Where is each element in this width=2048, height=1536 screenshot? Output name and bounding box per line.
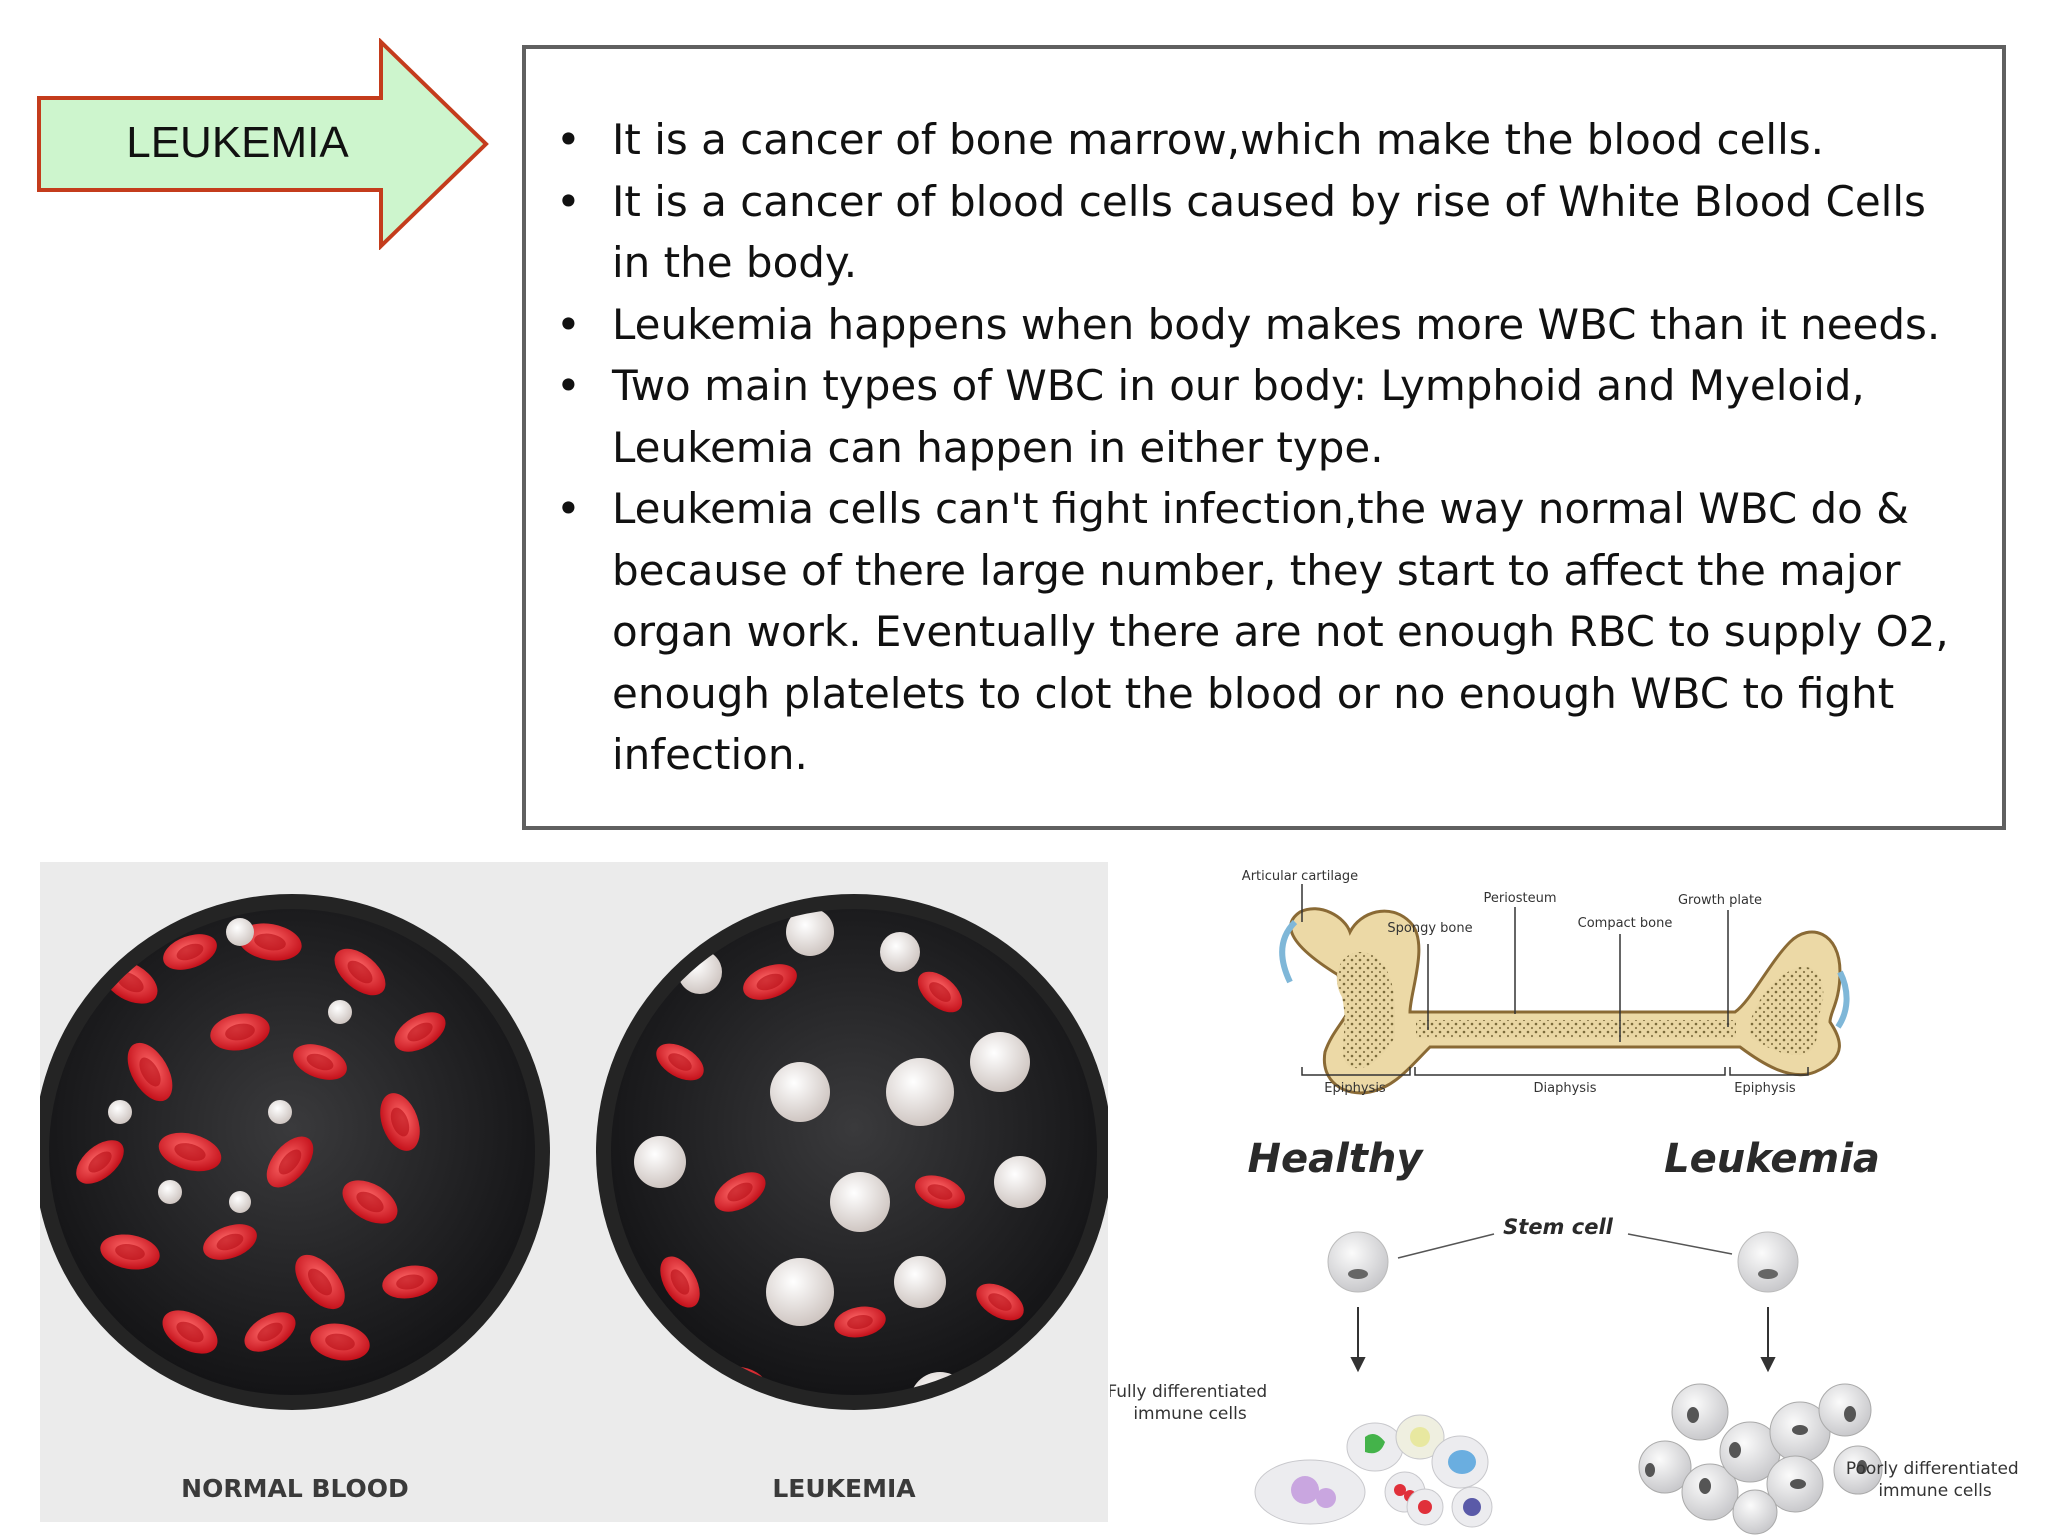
red-blood-cell (380, 1093, 420, 1151)
stem-cell-label: Stem cell (1503, 1215, 1613, 1239)
label-diaphysis: Diaphysis (1534, 1081, 1597, 1096)
red-blood-cell (660, 1256, 700, 1308)
leukemic-white-blood-cell (830, 1172, 890, 1232)
red-blood-cell (203, 1224, 257, 1260)
red-blood-cell (238, 923, 302, 961)
fully-differentiated-label: Fully differentiated immune cells (1110, 1382, 1273, 1424)
healthy-heading: Healthy (1248, 1136, 1425, 1182)
label-epiphysis-right: Epiphysis (1734, 1081, 1796, 1096)
leukemic-white-blood-cell (894, 1256, 946, 1308)
bullet-list: •It is a cancer of bone marrow,which mak… (526, 49, 2002, 786)
long-bone (1279, 907, 1850, 1095)
label-compact-bone: Compact bone (1578, 916, 1673, 931)
label-spongy-bone: Spongy bone (1387, 921, 1472, 936)
healthy-stem-cell (1327, 1231, 1389, 1293)
normal-blood-cells (76, 918, 446, 1361)
flow-arrows (1350, 1307, 1776, 1373)
red-blood-cell (293, 1044, 347, 1080)
bullet-item: •It is a cancer of bone marrow,which mak… (556, 115, 1824, 164)
leukemic-white-blood-cell (970, 1032, 1030, 1092)
white-blood-cell (226, 918, 254, 946)
red-blood-cell (163, 934, 217, 970)
bullet-item: •Leukemia cells can't fight infection,th… (556, 484, 1949, 779)
white-blood-cell (108, 1100, 132, 1124)
normal-blood-label: NORMAL BLOOD (181, 1474, 409, 1503)
white-blood-cell (268, 1100, 292, 1124)
red-blood-cell (342, 1180, 398, 1224)
red-blood-cell (743, 964, 797, 1000)
red-blood-cell (382, 1265, 438, 1299)
red-blood-cell (162, 1310, 218, 1354)
label-epiphysis-left: Epiphysis (1324, 1081, 1386, 1096)
red-blood-cell (244, 1312, 296, 1352)
label-periosteum: Periosteum (1483, 891, 1556, 906)
leukemic-white-blood-cell (994, 1156, 1046, 1208)
poorly-differentiated-label: Poorly differentiated immune cells (1846, 1459, 2024, 1501)
label-articular-cartilage: Articular cartilage (1242, 869, 1358, 884)
red-blood-cell (394, 1012, 446, 1052)
red-blood-cell (100, 1234, 160, 1270)
text-box: •It is a cancer of bone marrow,which mak… (522, 45, 2006, 830)
leukemic-white-blood-cell (634, 1136, 686, 1188)
white-blood-cell (229, 1191, 251, 1213)
bone-leader-lines (1301, 884, 1809, 1076)
white-blood-cell (158, 1180, 182, 1204)
red-blood-cell (834, 1306, 886, 1338)
red-blood-cell (158, 1132, 222, 1172)
leukemia-stem-cell (1737, 1231, 1799, 1293)
white-blood-cell (328, 1000, 352, 1024)
leukemia-image-label: LEUKEMIA (772, 1474, 916, 1503)
leukemic-white-blood-cell (886, 1058, 954, 1126)
bone-labels: Articular cartilage Periosteum Growth pl… (1242, 869, 1796, 1096)
arrow-label: LEUKEMIA (126, 118, 349, 167)
leukemic-white-blood-cell (786, 909, 834, 956)
red-blood-cell (915, 1175, 965, 1209)
red-blood-cell (917, 971, 963, 1013)
label-growth-plate: Growth plate (1678, 893, 1762, 908)
red-blood-cell (295, 1254, 345, 1310)
leukemic-white-blood-cell (880, 932, 920, 972)
poorly-differentiated-cells (1638, 1383, 1883, 1535)
red-blood-cell (976, 1283, 1024, 1321)
red-blood-cell (310, 1323, 370, 1361)
red-blood-cell (334, 948, 386, 996)
red-blood-cell (127, 1042, 173, 1102)
leukemic-white-blood-cell (766, 1258, 834, 1326)
bullet-item: •Two main types of WBC in our body: Lymp… (556, 361, 1865, 472)
red-blood-cell (266, 1136, 314, 1188)
red-blood-cell (656, 1043, 704, 1081)
red-blood-cell (714, 1172, 766, 1212)
red-blood-cell (210, 1013, 270, 1051)
leukemia-heading: Leukemia (1664, 1136, 1880, 1182)
bone-leukemia-diagram: Articular cartilage Periosteum Growth pl… (1110, 862, 2048, 1536)
blood-comparison-image: NORMAL BLOOD LEUKEMIA (40, 862, 1108, 1522)
leukemic-white-blood-cell (770, 1062, 830, 1122)
bullet-item: •Leukemia happens when body makes more W… (556, 299, 1941, 349)
bullet-item: •It is a cancer of blood cells caused by… (556, 176, 1926, 288)
arrow-shape (37, 38, 489, 250)
red-blood-cell (76, 1140, 124, 1184)
fully-differentiated-cells (1254, 1414, 1493, 1528)
title-arrow (37, 38, 489, 250)
